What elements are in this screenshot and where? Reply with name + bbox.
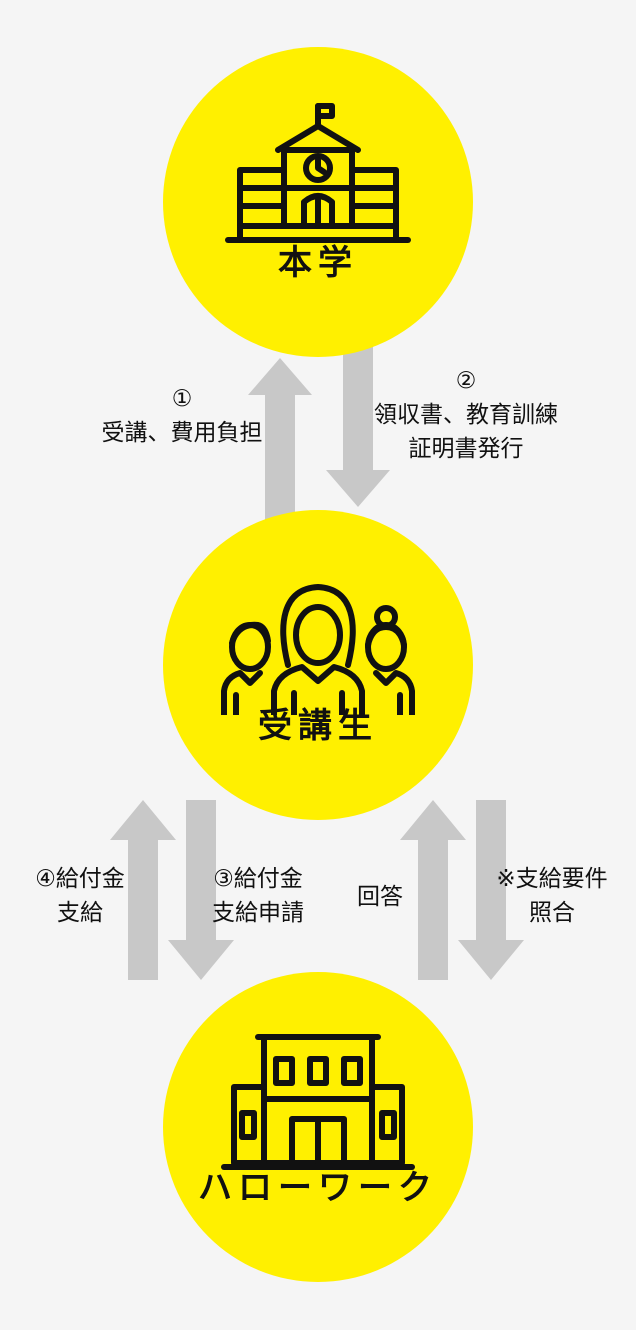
node-hellowork: ハローワーク bbox=[163, 972, 473, 1282]
label-step3-line2: 支給申請 bbox=[212, 900, 304, 926]
node-student: 受講生 bbox=[163, 510, 473, 820]
school-building-icon bbox=[225, 103, 411, 243]
label-step1-marker: ① bbox=[171, 386, 193, 412]
label-check-line2: 照合 bbox=[529, 900, 575, 926]
label-step1: ① 受講、費用負担 bbox=[82, 382, 282, 450]
arrow-down-step2 bbox=[326, 345, 390, 507]
arrow-up-answer bbox=[400, 800, 466, 980]
arrow-down-check bbox=[458, 800, 524, 980]
label-step3-line1: ③給付金 bbox=[213, 866, 303, 892]
node-hellowork-label: ハローワーク bbox=[198, 1168, 438, 1208]
label-answer: 回答 bbox=[344, 880, 416, 914]
label-answer-line1: 回答 bbox=[357, 884, 403, 910]
label-step2: ② 領収書、教育訓練 証明書発行 bbox=[350, 364, 582, 466]
arrow-down-step3 bbox=[168, 800, 234, 980]
label-step4-line1: ④給付金 bbox=[35, 866, 125, 892]
office-building-icon bbox=[221, 1034, 415, 1170]
node-university-label: 本学 bbox=[278, 243, 358, 283]
label-step1-line1: 受講、費用負担 bbox=[101, 420, 263, 446]
label-step2-line2: 証明書発行 bbox=[408, 436, 524, 462]
label-step4-line2: 支給 bbox=[57, 900, 103, 926]
people-group-icon bbox=[221, 584, 415, 715]
arrow-up-step4 bbox=[110, 800, 176, 980]
label-step3: ③給付金 支給申請 bbox=[196, 862, 320, 930]
label-step2-marker: ② bbox=[455, 368, 477, 394]
label-step2-line1: 領収書、教育訓練 bbox=[374, 402, 558, 428]
node-university: 本学 bbox=[163, 47, 473, 357]
label-step4: ④給付金 支給 bbox=[20, 862, 140, 930]
arrow-up-step1 bbox=[248, 358, 312, 520]
node-student-label: 受講生 bbox=[258, 706, 378, 746]
label-check-line1: ※支給要件 bbox=[496, 866, 608, 892]
label-check: ※支給要件 照合 bbox=[480, 862, 624, 930]
